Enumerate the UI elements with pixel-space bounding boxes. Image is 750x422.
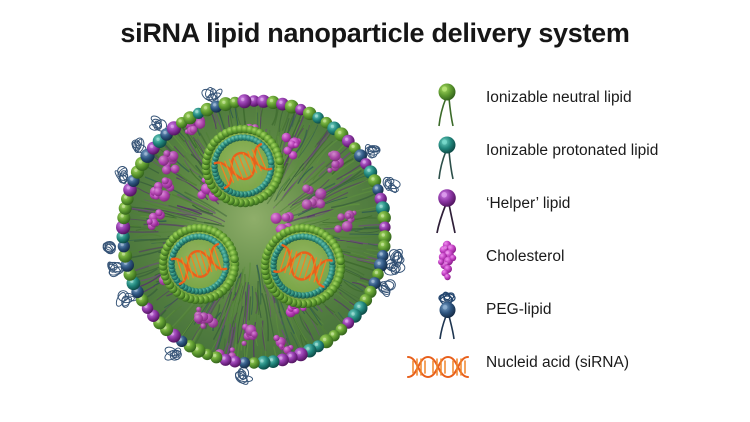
legend: Ionizable neutral lipid Ionizable proton… <box>406 78 742 388</box>
sirna-double-helix-icon <box>404 343 476 397</box>
core-contents <box>123 101 385 363</box>
nanoparticle-svg <box>102 87 406 385</box>
lipid-teal-head-icon <box>420 131 474 185</box>
inner-vesicle-layer <box>158 124 346 309</box>
legend-label: Ionizable protonated lipid <box>486 142 659 159</box>
legend-item-ionizable-protonated-lipid[interactable]: Ionizable protonated lipid <box>412 131 742 185</box>
legend-item-nucleic-acid-sirna[interactable]: Nucleid acid (siRNA) <box>406 343 742 397</box>
page-title: siRNA lipid nanoparticle delivery system <box>120 18 630 48</box>
lipid-green-head-icon <box>420 78 474 132</box>
legend-label: Cholesterol <box>486 248 565 265</box>
peg-corona-layer <box>102 87 406 385</box>
cholesterol-cluster-icon <box>420 237 474 291</box>
legend-label: Ionizable neutral lipid <box>486 89 632 106</box>
legend-item-peg-lipid[interactable]: PEG-lipid <box>412 290 742 344</box>
peg-lipid-icon <box>420 290 474 344</box>
legend-label: ‘Helper’ lipid <box>486 195 571 212</box>
lipid-nanoparticle-illustration <box>98 68 410 396</box>
legend-item-cholesterol[interactable]: Cholesterol <box>412 237 742 291</box>
legend-label: Nucleid acid (siRNA) <box>486 354 629 371</box>
legend-item-helper-lipid[interactable]: ‘Helper’ lipid <box>412 184 742 238</box>
legend-label: PEG-lipid <box>486 301 552 318</box>
outer-shell-bead-layer <box>116 94 392 370</box>
legend-item-ionizable-neutral-lipid[interactable]: Ionizable neutral lipid <box>412 78 742 132</box>
lipid-purple-head-icon <box>420 184 474 238</box>
